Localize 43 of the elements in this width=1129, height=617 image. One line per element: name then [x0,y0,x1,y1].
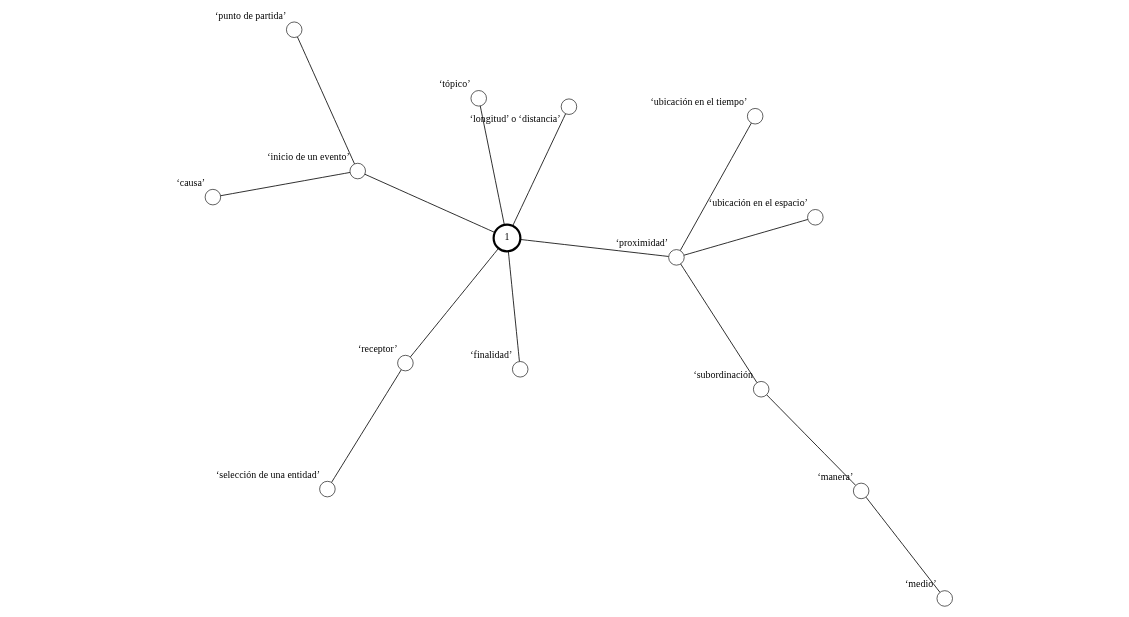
connector [297,36,355,165]
node-circle [512,361,529,378]
node-label: ‘proximidad’ [615,237,669,249]
connector [512,113,566,227]
node-circle [936,590,953,607]
node-label: ‘manera’ [817,470,854,482]
node-circle [397,355,414,372]
connector [680,263,758,383]
node-circle [853,482,870,499]
node-label: ‘ubicación en el tiempo’ [650,96,748,108]
node-circle [349,162,366,180]
node-circle [747,108,764,125]
connector [766,394,856,486]
connector [410,247,499,358]
node-circle [204,189,221,206]
node-label: ‘selección de una entidad’ [215,469,320,481]
node-label: ‘inicio de un evento’ [267,151,350,163]
node-label: ‘finalidad’ [470,349,513,361]
connector [865,496,941,593]
node-label: ‘causa’ [176,177,206,189]
node-label: ‘punto de partida’ [215,9,287,21]
node-label: ‘longitud’ o ‘distancia’ [469,113,561,125]
node-circle [668,249,685,266]
connector [679,122,752,251]
node-label: ‘tópico’ [439,78,471,90]
connector [364,173,496,233]
node-label: ‘receptor’ [357,343,398,355]
connector [507,250,520,362]
node-circle [560,98,578,115]
connector [520,239,669,257]
connector [683,219,809,256]
node-circle: 1 [492,223,522,253]
node-circle [753,381,770,398]
node-label: ‘ubicación en el espacio’ [708,197,808,209]
node-circle [319,481,336,498]
node-label: ‘subordinación [693,369,754,381]
connector [331,369,402,483]
node-label: ‘medio’ [905,578,937,590]
connector [220,172,351,197]
node-circle [286,21,303,38]
node-circle [807,209,824,226]
connector [479,105,505,226]
node-circle [470,90,487,107]
